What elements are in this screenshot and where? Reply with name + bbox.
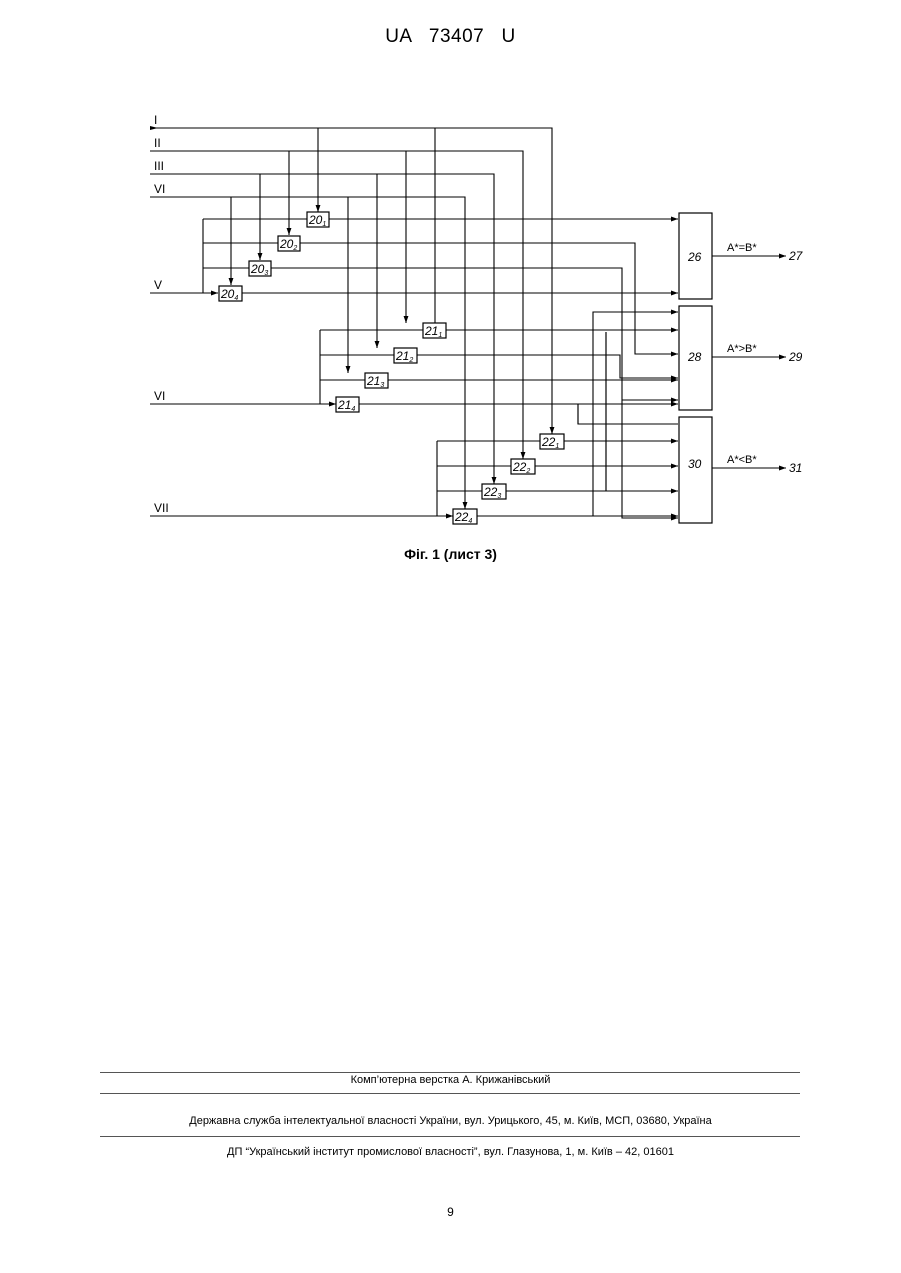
block-22-4: 224 bbox=[453, 509, 477, 525]
output-label-greater: A*>B* bbox=[727, 343, 757, 355]
block-22-3: 223 bbox=[482, 484, 506, 500]
block-22-1: 221 bbox=[540, 434, 564, 450]
output-label-less: A*<B* bbox=[727, 454, 757, 466]
output-number-29: 29 bbox=[788, 350, 803, 364]
block-26: 26 bbox=[679, 213, 712, 299]
block-21-3: 213 bbox=[365, 373, 388, 389]
logic-circuit-diagram: I II III VI V VI VII 201 202 203 204 211 bbox=[0, 0, 901, 545]
block-20-3: 203 bbox=[249, 261, 271, 277]
output-number-31: 31 bbox=[789, 461, 802, 475]
block-22-2: 222 bbox=[511, 459, 535, 475]
input-label-II: II bbox=[154, 136, 161, 150]
footer-divider-bottom bbox=[100, 1136, 800, 1137]
figure-caption: Фіг. 1 (лист 3) bbox=[0, 546, 901, 562]
svg-text:26: 26 bbox=[687, 250, 702, 264]
bus-IV bbox=[150, 197, 465, 509]
svg-text:30: 30 bbox=[688, 457, 702, 471]
block-21-4: 214 bbox=[336, 397, 359, 413]
block-21-1: 211 bbox=[423, 323, 446, 339]
block-30: 30 bbox=[679, 417, 712, 523]
svg-text:28: 28 bbox=[687, 350, 702, 364]
block-28: 28 bbox=[679, 306, 712, 410]
footer-divider-middle bbox=[100, 1093, 800, 1094]
output-number-27: 27 bbox=[788, 249, 804, 263]
footer-divider-top bbox=[100, 1072, 800, 1073]
block-20-2: 202 bbox=[278, 236, 300, 252]
block-21-2: 212 bbox=[394, 348, 417, 364]
input-label-V: V bbox=[154, 278, 162, 292]
page-number: 9 bbox=[0, 1205, 901, 1219]
input-label-IV: VI bbox=[154, 182, 165, 196]
output-label-equal: A*=B* bbox=[727, 242, 757, 254]
agency-address: Державна служба інтелектуальної власност… bbox=[0, 1115, 901, 1127]
input-label-I: I bbox=[154, 113, 157, 127]
input-label-VI: VI bbox=[154, 389, 165, 403]
block-20-1: 201 bbox=[307, 212, 329, 228]
input-label-III: III bbox=[154, 159, 164, 173]
block-20-4: 204 bbox=[219, 286, 242, 302]
input-label-VII: VII bbox=[154, 501, 169, 515]
layout-credit: Комп’ютерна верстка А. Крижанівський bbox=[0, 1074, 901, 1086]
institute-address: ДП “Український інститут промислової вла… bbox=[0, 1146, 901, 1158]
